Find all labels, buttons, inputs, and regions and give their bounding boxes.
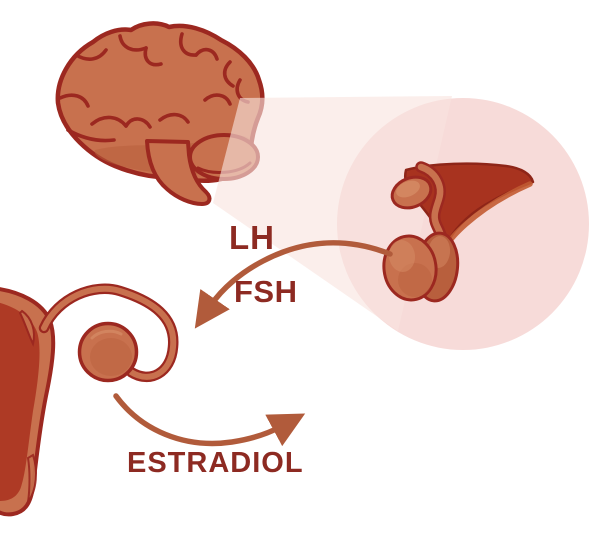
lh-fsh-arrow <box>194 240 393 329</box>
pituitary-gland-icon <box>382 161 535 303</box>
uterus-ovary-icon <box>0 283 179 517</box>
uterus-top-fold <box>18 309 35 347</box>
label-lh: LH <box>229 219 275 256</box>
hormone-arrows <box>113 240 393 447</box>
brain-gyri-lines <box>58 32 250 143</box>
uterus-bottom-fold <box>26 453 37 503</box>
uterus-cavity <box>0 302 40 501</box>
brain-icon <box>55 21 265 206</box>
label-fsh: FSH <box>234 274 298 309</box>
anterior-lobe-shade <box>398 263 432 297</box>
label-estradiol: ESTRADIOL <box>127 447 304 479</box>
ovary-highlight <box>90 329 123 340</box>
anterior-lobe-highlight <box>388 240 416 272</box>
hypothalamus-bulb-highlight <box>396 180 420 198</box>
ovary-shade <box>90 338 132 376</box>
fallopian-tube <box>41 285 177 380</box>
estradiol-arrow <box>113 393 306 447</box>
brain-stem <box>145 139 212 206</box>
